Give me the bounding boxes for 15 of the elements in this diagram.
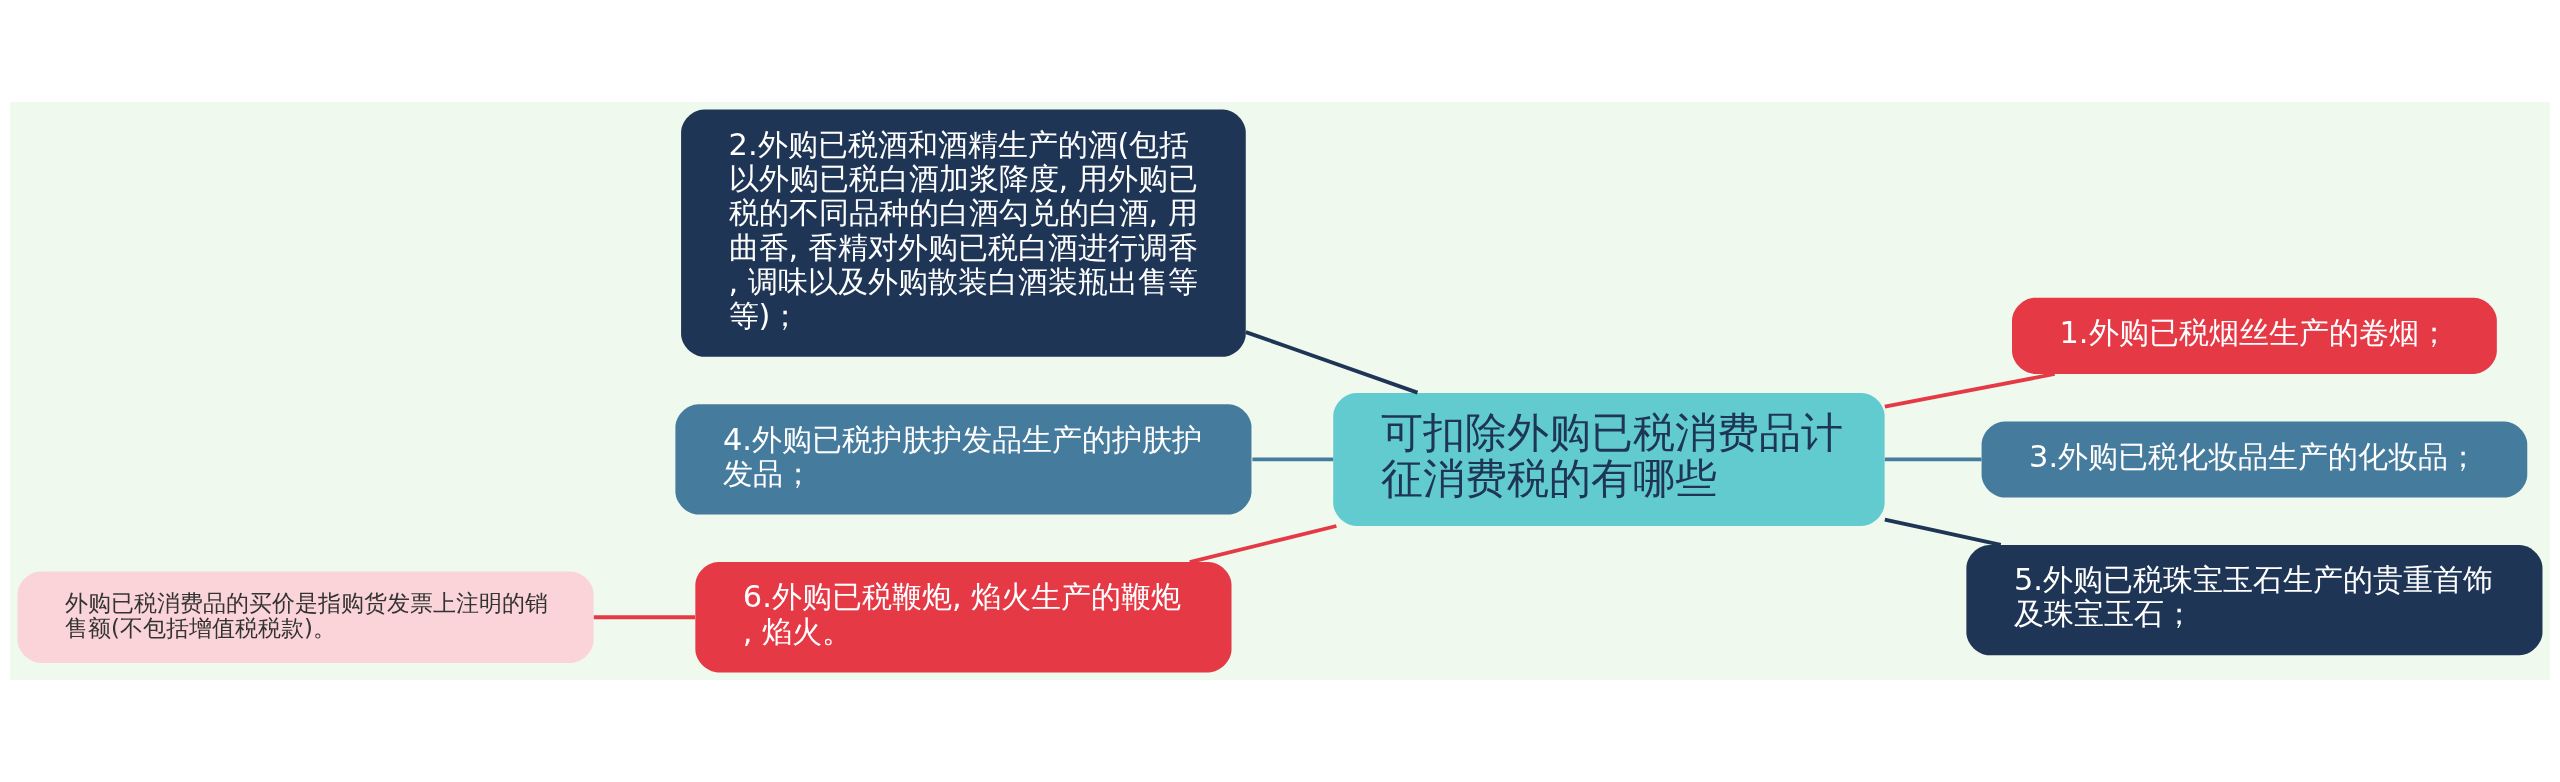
connector [1189,524,1337,564]
node-box: 可扣除外购已税消费品计征消费税的有哪些 [1333,392,1885,526]
node-box: 外购已税消费品的买价是指购货发票上注明的销售额(不包括增值税税款)。 [17,571,594,663]
connector [593,615,696,620]
node-box: 6.外购已税鞭炮, 焰火生产的鞭炮, 焰火。 [695,562,1232,673]
node-box: 3.外购已税化妆品生产的化妆品； [1981,421,2528,498]
node-box: 5.外购已税珠宝玉石生产的贵重首饰及珠宝玉石； [1966,545,2543,656]
connector [1884,372,2055,409]
connector [1252,457,1334,462]
connector [1884,517,2002,547]
node-box: 2.外购已税酒和酒精生产的酒(包括以外购已税白酒加浆降度, 用外购已税的不同品种的白酒勾兑的白酒, 用曲香, 香精对外购已税白酒进行调香, 调味以及外购散装白酒装瓶出售等等)； [681,109,1246,357]
connector [1245,330,1419,395]
node-box: 4.外购已税护肤护发品生产的护肤护发品； [675,404,1252,515]
connector [1884,457,1982,462]
node-box: 1.外购已税烟丝生产的卷烟； [2012,297,2497,374]
